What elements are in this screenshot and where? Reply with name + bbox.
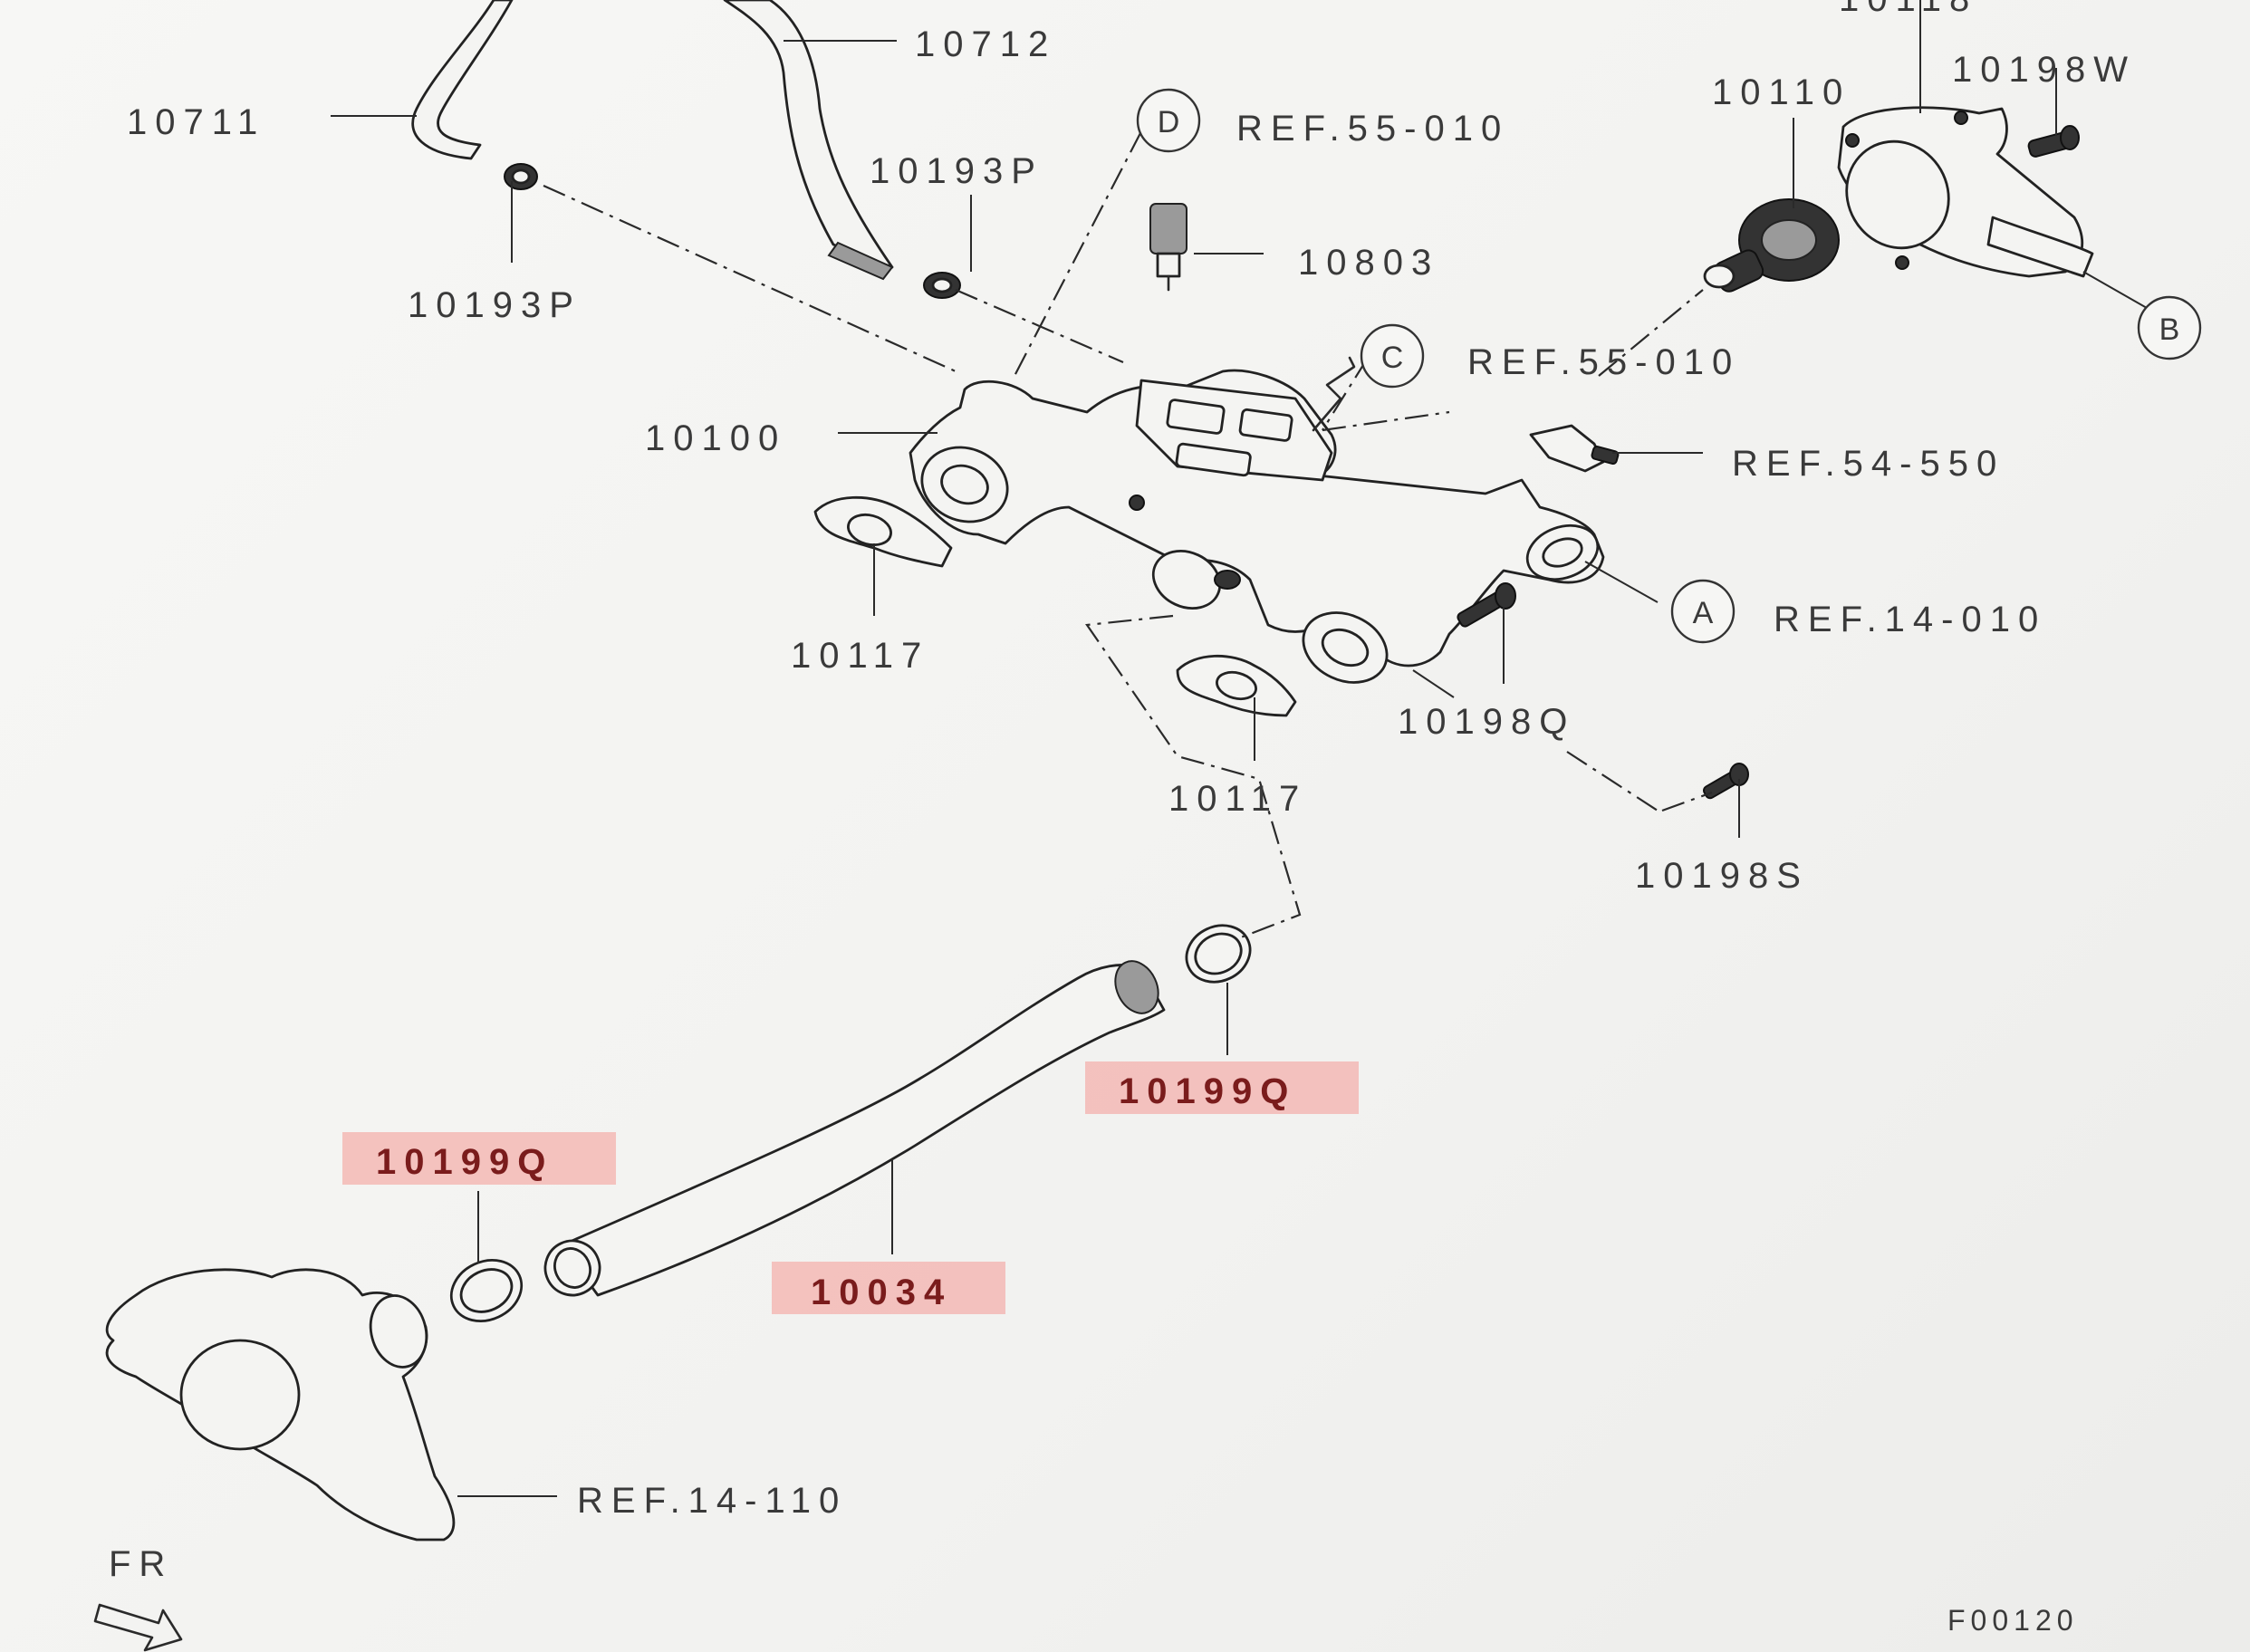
- bolt-10198s[interactable]: [1702, 763, 1749, 800]
- label-10117-left[interactable]: 10117: [791, 636, 929, 676]
- label-10198w[interactable]: 10198W: [1952, 50, 2136, 90]
- label-ref-55-010-c[interactable]: REF.55-010: [1467, 342, 1740, 382]
- marker-a: A: [1670, 579, 1736, 644]
- label-10711[interactable]: 10711: [127, 102, 265, 142]
- svg-text:A: A: [1693, 596, 1714, 630]
- hose-clip-10193p-mid[interactable]: [923, 272, 961, 299]
- label-10118[interactable]: 10118: [1839, 0, 1977, 19]
- hose-10711[interactable]: [411, 0, 514, 160]
- thermostat-housing-10118[interactable]: [1827, 106, 2094, 278]
- label-10117-mid[interactable]: 10117: [1168, 779, 1307, 819]
- highlight-10034: [772, 1262, 1005, 1314]
- bolt-10198w[interactable]: [2027, 125, 2080, 158]
- thermostat-10110[interactable]: [1703, 198, 1840, 294]
- label-ref-14-010[interactable]: REF.14-010: [1774, 600, 2046, 639]
- marker-c: C: [1360, 323, 1425, 389]
- bolt-10198q[interactable]: [1457, 582, 1516, 628]
- svg-text:B: B: [2159, 312, 2180, 347]
- hose-clip-10193p-left[interactable]: [504, 163, 538, 190]
- connector-ref-54-550[interactable]: [1529, 424, 1620, 473]
- label-10193p-left[interactable]: 10193P: [408, 285, 582, 325]
- ref-c-zigzag: [1312, 356, 1356, 432]
- label-ref-14-110[interactable]: REF.14-110: [577, 1481, 847, 1521]
- marker-b: B: [2137, 295, 2202, 360]
- label-ref-55-010-d[interactable]: REF.55-010: [1236, 109, 1509, 149]
- marker-d: D: [1136, 88, 1201, 153]
- label-10110[interactable]: 10110: [1712, 72, 1851, 112]
- water-pipe-10100[interactable]: [909, 369, 1605, 696]
- label-ref-54-550[interactable]: REF.54-550: [1732, 444, 2005, 484]
- label-10193p-mid[interactable]: 10193P: [870, 151, 1043, 191]
- label-10198s[interactable]: 10198S: [1635, 856, 1809, 896]
- o-ring-10199q-left[interactable]: [441, 1249, 532, 1332]
- svg-text:C: C: [1381, 341, 1404, 375]
- label-10199q-left[interactable]: 10199Q: [376, 1142, 553, 1182]
- water-pump-ref-14-110[interactable]: [105, 1268, 456, 1542]
- label-10198q[interactable]: 10198Q: [1398, 702, 1575, 742]
- svg-text:D: D: [1158, 105, 1180, 139]
- dash-lines: [543, 130, 1713, 939]
- front-arrow-icon: [93, 1603, 183, 1652]
- sensor-10803[interactable]: [1149, 203, 1188, 292]
- pipe-10034[interactable]: [536, 955, 1166, 1304]
- highlight-10199q-right: [1085, 1061, 1359, 1114]
- gasket-10117-left[interactable]: [813, 495, 953, 568]
- label-10199q-right[interactable]: 10199Q: [1119, 1071, 1296, 1111]
- label-10034[interactable]: 10034: [811, 1273, 952, 1312]
- highlight-10199q-left: [342, 1132, 616, 1185]
- o-ring-10199q-right[interactable]: [1178, 916, 1260, 993]
- gasket-10117-mid[interactable]: [1176, 654, 1297, 717]
- figure-code: F00120: [1947, 1604, 2079, 1637]
- hose-10712[interactable]: [723, 0, 894, 281]
- label-10100[interactable]: 10100: [645, 418, 786, 458]
- label-10712[interactable]: 10712: [915, 24, 1056, 64]
- leader-lines: [331, 0, 2148, 1497]
- label-10803[interactable]: 10803: [1298, 243, 1439, 283]
- label-fr: FR: [109, 1544, 173, 1584]
